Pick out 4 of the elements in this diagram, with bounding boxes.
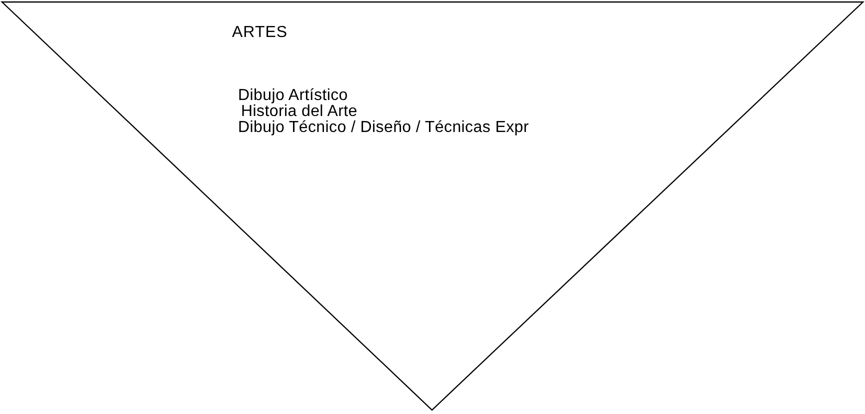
list-item-text: Dibujo Técnico / Diseño / Técnicas Expr (238, 119, 529, 137)
list-item-text: Dibujo Artístico (238, 87, 348, 104)
heading-text: ARTES (232, 24, 288, 42)
list-item-text: Historia del Arte (241, 103, 358, 120)
